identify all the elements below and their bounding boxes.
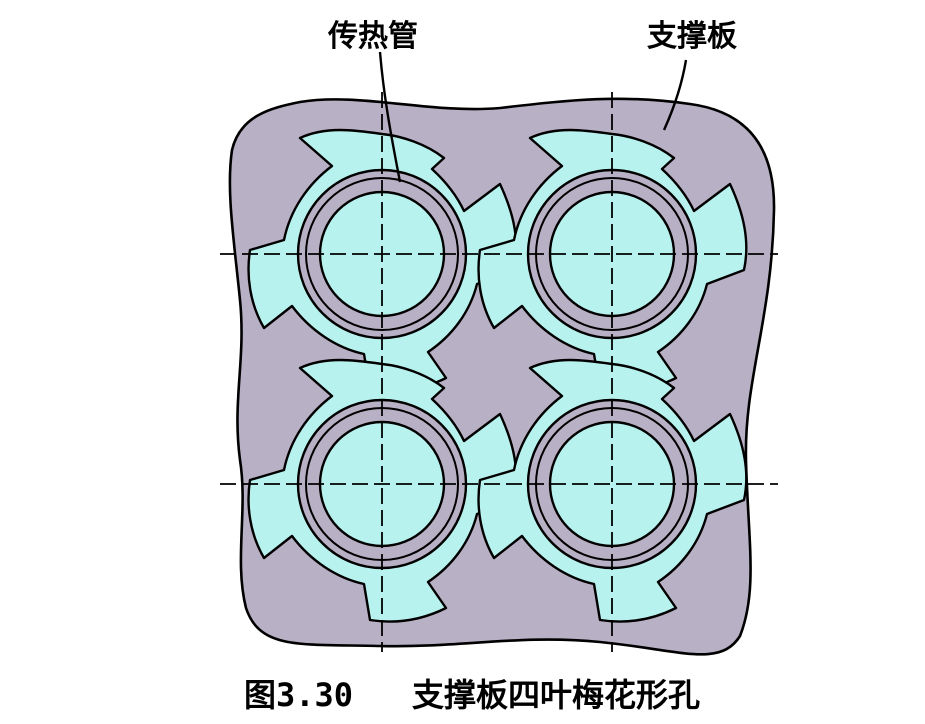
tube-leader-line xyxy=(378,51,402,183)
figure-title: 支撑板四叶梅花形孔 xyxy=(412,676,700,714)
tube-label: 传热管 xyxy=(327,19,418,54)
center-lines xyxy=(220,92,778,652)
plate-leader-line xyxy=(662,59,688,131)
plate-label: 支撑板 xyxy=(647,19,737,54)
figure-number: 图3.30 xyxy=(244,676,353,714)
